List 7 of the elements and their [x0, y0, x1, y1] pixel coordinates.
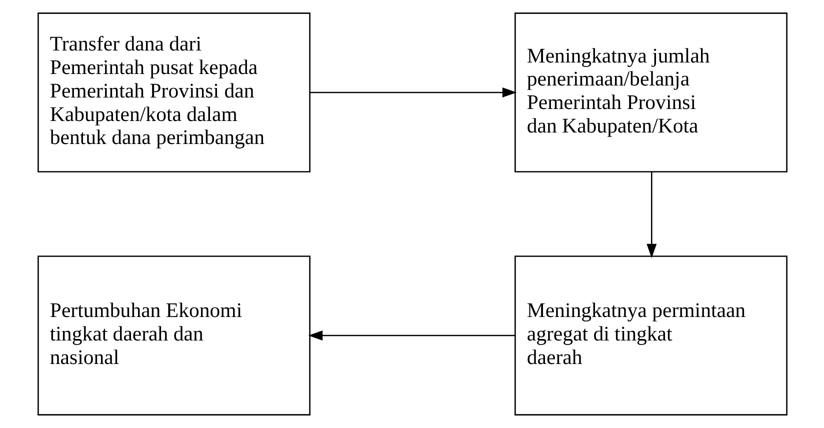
node-box: Meningkatnya jumlah penerimaan/belanja Pemerintah Provinsi dan Kabupaten/Kota	[514, 12, 787, 172]
node-box: Pertumbuhan Ekonomi tingkat daerah dan nasional	[37, 256, 310, 416]
arrow	[646, 172, 656, 258]
arrow	[310, 87, 516, 98]
node-box: Transfer dana dari Pemerintah pusat kepada Pemerintah Provinsi dan Kabupaten/kota dalam bentuk dana perimbangan	[37, 12, 310, 172]
node-box: Meningkatnya permintaan agregat di tingkat daerah	[514, 256, 787, 416]
arrow	[308, 330, 514, 341]
